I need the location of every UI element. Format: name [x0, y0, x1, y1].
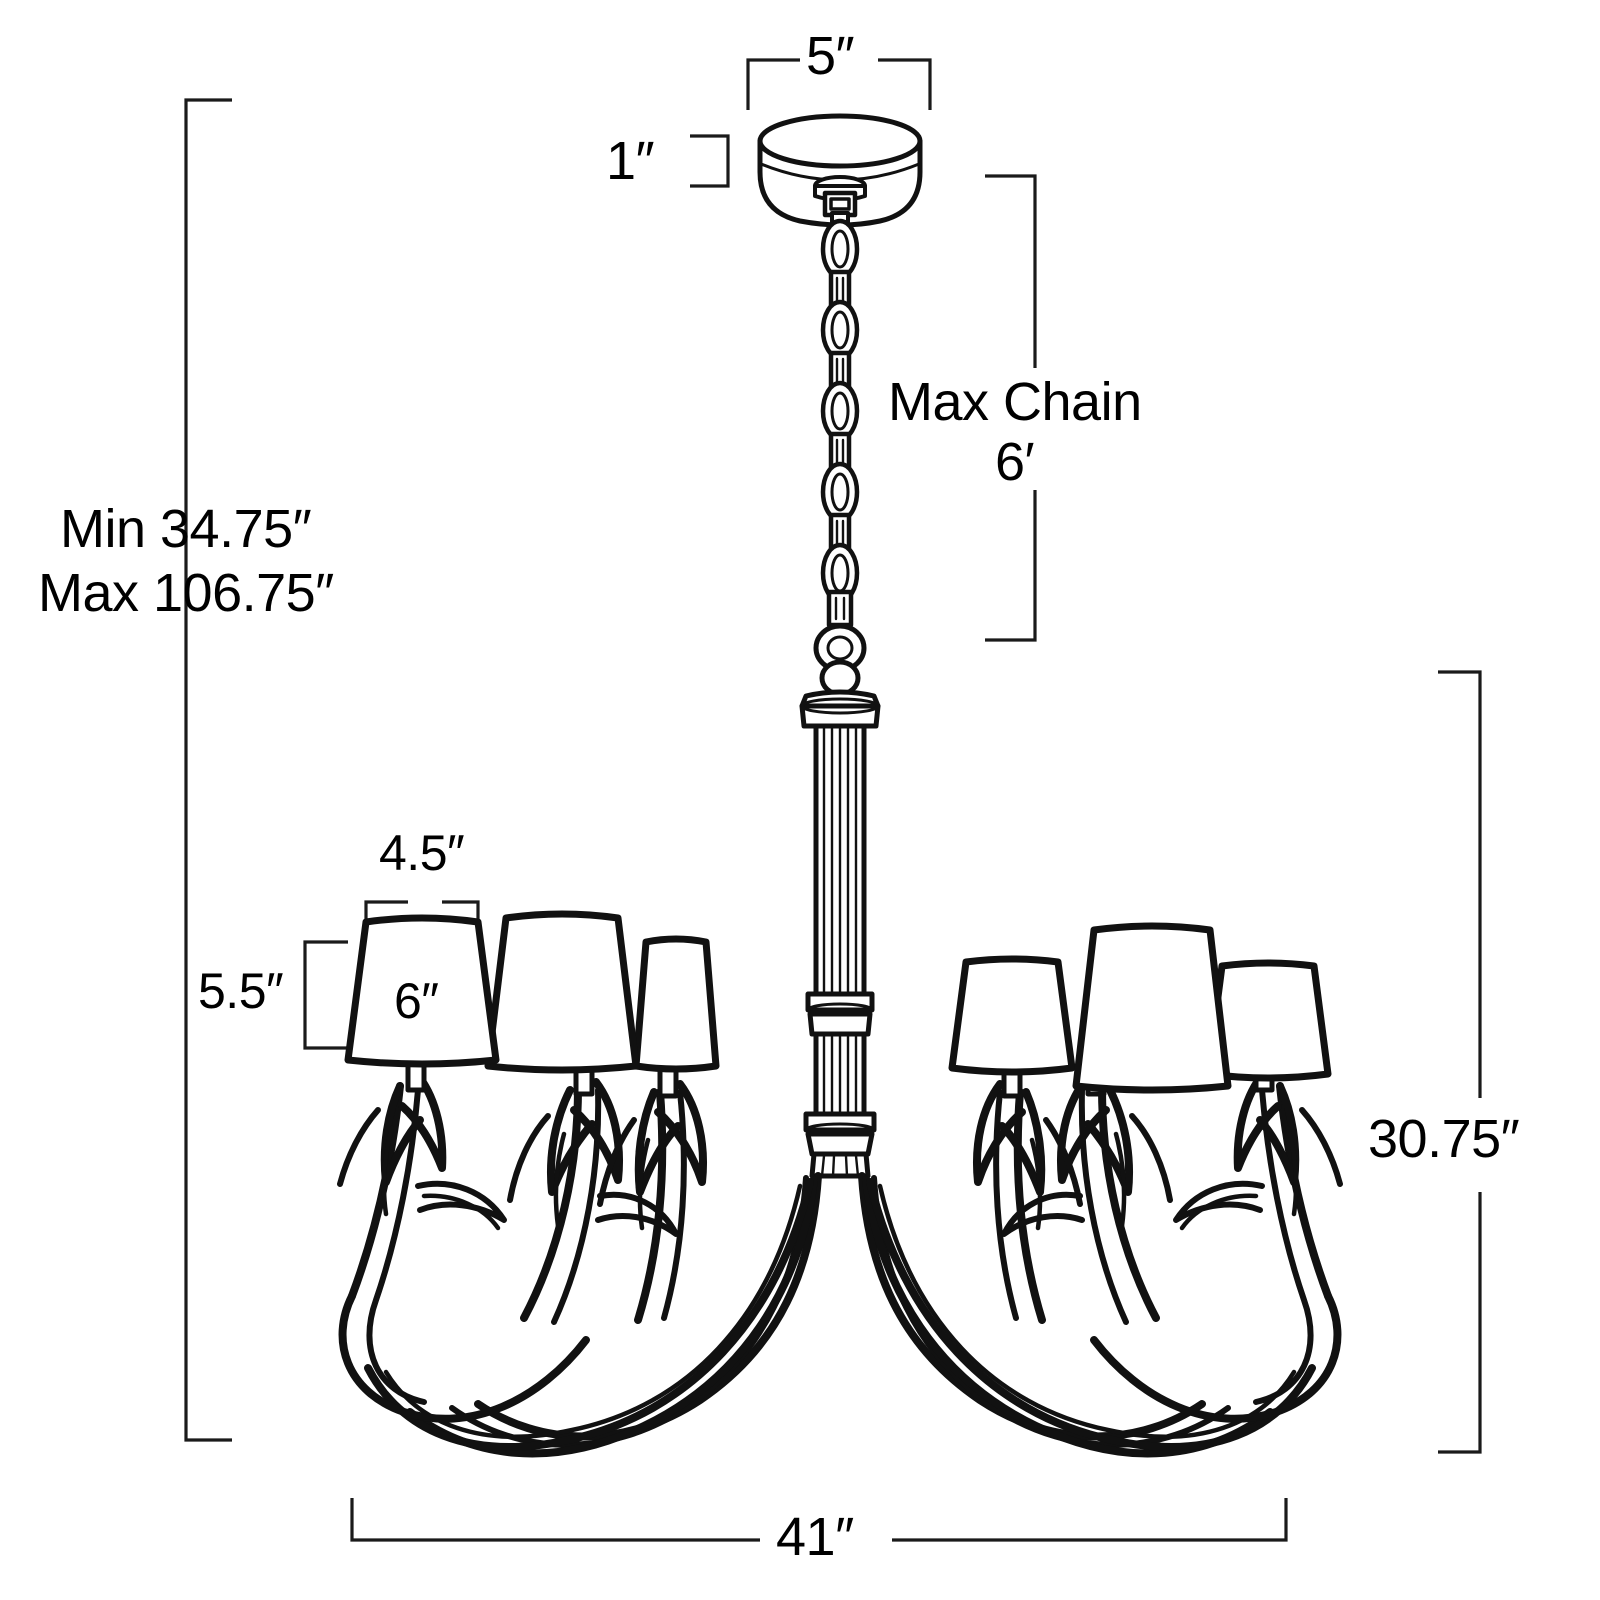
label-max-chain-value: 6′ [995, 432, 1035, 492]
arms-left [337, 1055, 822, 1458]
label-shade-top-diameter: 4.5″ [379, 825, 465, 881]
dim-canopy-width [746, 58, 932, 110]
shade-right-1 [948, 955, 1076, 1076]
label-shade-height: 5.5″ [198, 963, 284, 1019]
label-overall-height-max: Max 106.75″ [38, 563, 334, 623]
dim-max-chain [985, 174, 1037, 642]
label-canopy-width: 5″ [806, 26, 855, 86]
label-overall-height-min: Min 34.75″ [60, 499, 312, 559]
label-canopy-height: 1″ [606, 131, 655, 191]
label-max-chain-title: Max Chain [888, 372, 1142, 432]
shade-left-1 [344, 914, 500, 1068]
label-overall-width: 41″ [776, 1507, 854, 1567]
central-column [799, 659, 881, 1179]
dim-overall-width [350, 1498, 1288, 1542]
dim-overall-height [184, 98, 232, 1442]
shade-right-3 [1204, 959, 1332, 1082]
dim-body-height [1438, 670, 1482, 1454]
canopy [757, 113, 923, 233]
shade-right-2 [1072, 922, 1232, 1094]
chain [813, 218, 867, 673]
leaf-cluster-right-3 [972, 1061, 1083, 1231]
dimension-lines [184, 58, 1482, 1542]
shade-left-2 [484, 910, 640, 1074]
shades [344, 910, 1332, 1094]
label-body-height: 30.75″ [1368, 1109, 1520, 1169]
dim-canopy-height [690, 134, 730, 188]
label-shade-bottom-diameter: 6″ [394, 973, 439, 1029]
leaf-cluster-left-2 [507, 1059, 679, 1237]
dim-shade-height [303, 940, 348, 1050]
leaf-cluster-left-1 [337, 1055, 507, 1231]
arms-right [858, 1055, 1343, 1458]
shade-left-3 [632, 935, 720, 1073]
